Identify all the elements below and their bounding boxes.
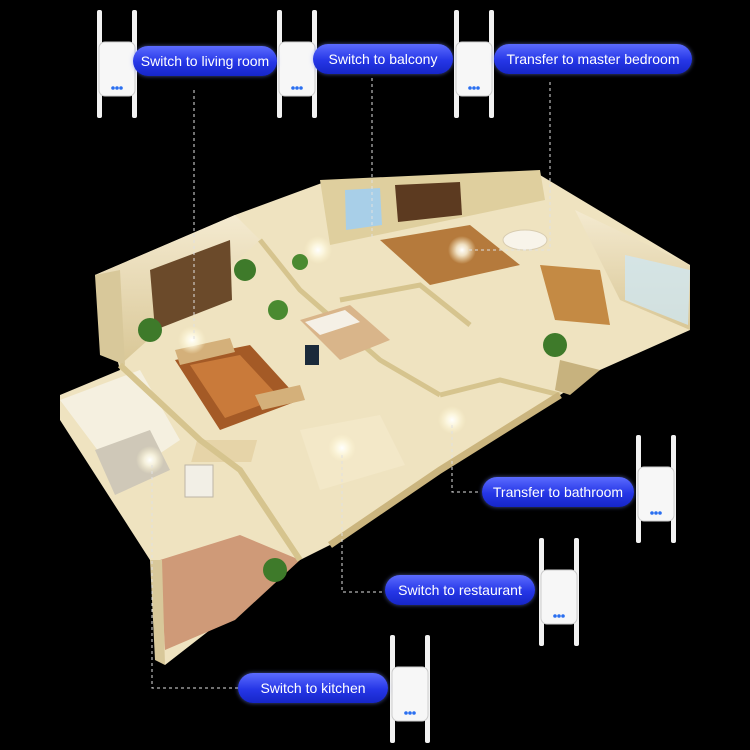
- label-restaurant: Switch to restaurant: [385, 575, 535, 605]
- label-kitchen: Switch to kitchen: [238, 673, 388, 703]
- label-balcony: Switch to balcony: [313, 44, 453, 74]
- device-restaurant: [539, 538, 579, 646]
- device-kitchen: [390, 635, 430, 743]
- signal-glows: [136, 236, 476, 474]
- house-floor: [60, 170, 690, 665]
- label-master-bedroom: Transfer to master bedroom: [494, 44, 692, 74]
- leader-lines: [151, 78, 551, 689]
- device-bathroom: [636, 435, 676, 543]
- label-living-room: Switch to living room: [133, 46, 277, 76]
- device-balcony: [277, 10, 317, 118]
- device-living-room: [97, 10, 137, 118]
- device-master-bedroom: [454, 10, 494, 118]
- label-bathroom: Transfer to bathroom: [482, 477, 634, 507]
